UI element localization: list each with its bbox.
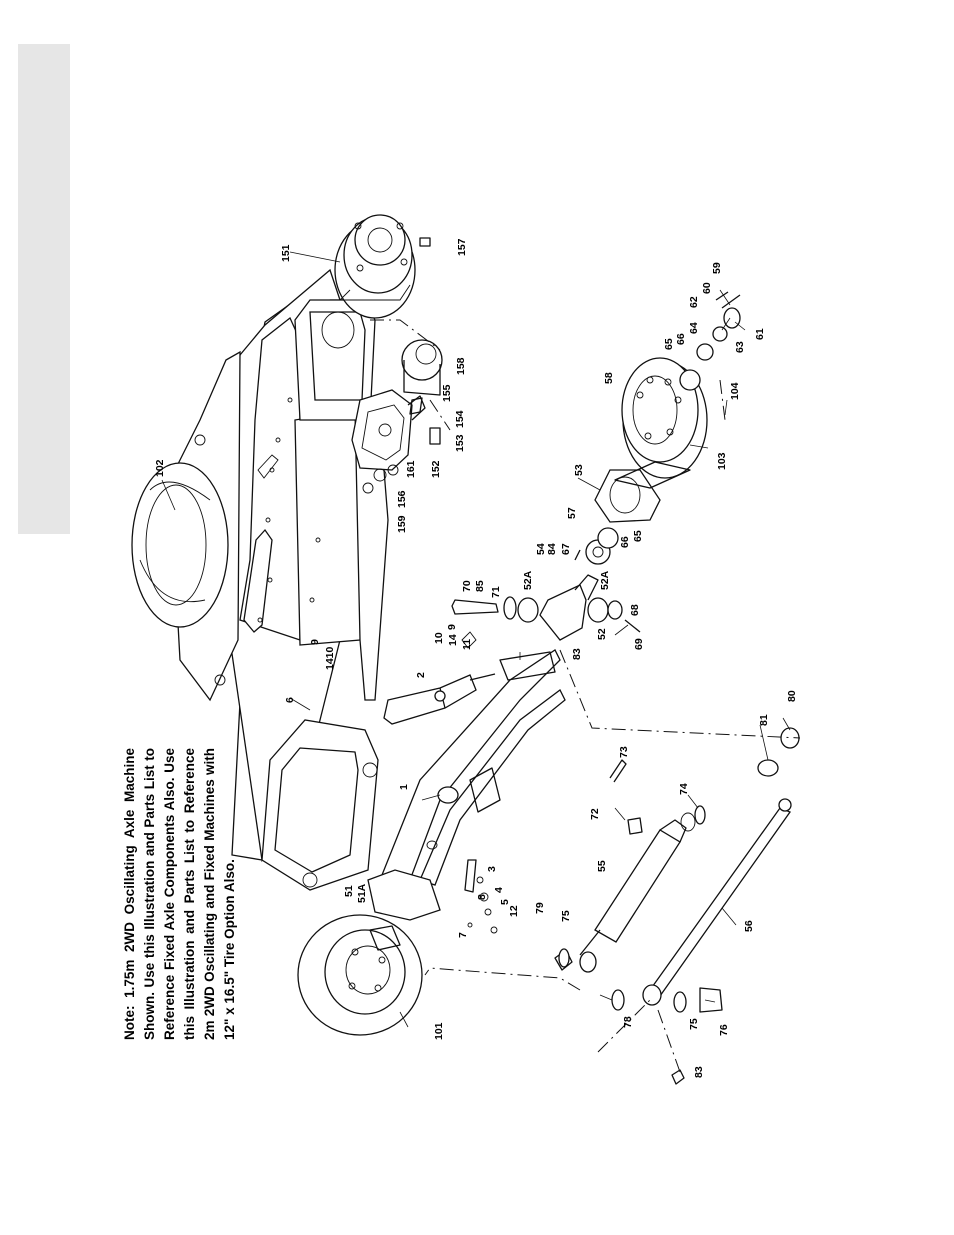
callout-85: 85 — [474, 580, 486, 592]
steering-cylinder-2 — [383, 631, 496, 725]
callout-156: 156 — [396, 490, 408, 508]
side-tab — [18, 44, 70, 534]
assembly-centerlines — [370, 319, 801, 1073]
callout-6: 6 — [284, 697, 296, 703]
callout-52A-2: 52A — [599, 570, 611, 590]
hydraulic-motor-152 — [351, 389, 426, 471]
callout-54: 54 — [535, 543, 547, 555]
callout-63: 63 — [734, 341, 746, 353]
callout-158: 158 — [455, 357, 467, 375]
callout-58: 58 — [603, 372, 615, 384]
axle-1 — [367, 649, 566, 921]
callout-59: 59 — [711, 262, 723, 274]
callout-71: 71 — [490, 586, 502, 598]
callout-70: 70 — [461, 580, 473, 592]
tie-rod-hardware — [554, 727, 800, 1085]
spindle-52 — [517, 549, 641, 641]
callout-102: 102 — [154, 459, 166, 477]
wheel-102 — [131, 462, 229, 628]
callout-1: 1 — [398, 784, 410, 790]
callout-65b: 65 — [632, 530, 644, 542]
callout-62: 62 — [688, 296, 700, 308]
bearing-stack — [585, 291, 741, 565]
wheel-rim-103 — [621, 357, 708, 479]
callout-1410: 1410 — [324, 646, 336, 670]
callout-52: 52 — [596, 628, 608, 640]
callout-11: 11 — [461, 639, 473, 650]
kingpin-70 — [451, 596, 517, 620]
callout-65a: 65 — [663, 338, 675, 350]
callout-8: 8 — [476, 894, 488, 900]
callout-157: 157 — [456, 238, 468, 256]
callout-53: 53 — [573, 464, 585, 476]
hub-158 — [401, 339, 443, 396]
callout-7: 7 — [457, 932, 469, 938]
callout-9a: 9 — [446, 624, 458, 630]
callout-68: 68 — [629, 604, 641, 616]
callout-60: 60 — [701, 282, 713, 294]
callout-83a: 83 — [571, 648, 583, 660]
callout-56: 56 — [743, 920, 755, 932]
callout-78: 78 — [622, 1016, 634, 1028]
callout-9b: 9 — [309, 639, 321, 645]
callout-153: 153 — [454, 434, 466, 452]
tie-rod-56 — [642, 798, 792, 1006]
callout-66a: 66 — [675, 333, 687, 345]
callout-151: 151 — [280, 244, 292, 262]
wheel-101 — [297, 914, 423, 1036]
callout-52A-1: 52A — [522, 570, 534, 590]
motor-hardware — [362, 397, 441, 494]
callout-83b: 83 — [693, 1066, 705, 1078]
callout-154: 154 — [454, 410, 466, 428]
callout-61: 61 — [754, 328, 766, 340]
callout-51A: 51A — [356, 883, 368, 903]
callout-66b: 66 — [619, 536, 631, 548]
callout-152: 152 — [430, 460, 442, 478]
callout-74: 74 — [678, 783, 690, 795]
callout-3: 3 — [486, 866, 498, 872]
callout-79: 79 — [534, 902, 546, 914]
callout-10a: 10 — [433, 632, 445, 644]
callout-64: 64 — [688, 322, 700, 334]
callout-51: 51 — [343, 885, 355, 897]
callout-159: 159 — [396, 515, 408, 533]
callout-67: 67 — [560, 543, 572, 555]
pivot-pin-8 — [464, 859, 498, 934]
callout-14a: 14 — [447, 634, 459, 646]
callout-104: 104 — [729, 382, 741, 400]
callout-75a: 75 — [560, 910, 572, 922]
callout-101: 101 — [433, 1022, 445, 1040]
hub-53 — [594, 461, 691, 523]
callout-labels: 151 157 102 158 155 154 153 152 161 156 … — [154, 238, 798, 1078]
callout-4: 4 — [493, 887, 505, 893]
drive-motor-151 — [334, 214, 431, 319]
callout-84: 84 — [546, 543, 558, 555]
leader-lines — [161, 251, 791, 1028]
callout-2: 2 — [415, 672, 427, 678]
callout-80: 80 — [786, 690, 798, 702]
callout-12: 12 — [508, 905, 520, 917]
callout-75b: 75 — [688, 1018, 700, 1030]
callout-103: 103 — [716, 452, 728, 470]
callout-55: 55 — [596, 860, 608, 872]
callout-76: 76 — [718, 1024, 730, 1036]
callout-57: 57 — [566, 507, 578, 519]
callout-81: 81 — [758, 714, 770, 726]
callout-155: 155 — [441, 384, 453, 402]
callout-69: 69 — [633, 638, 645, 650]
callout-73: 73 — [618, 746, 630, 758]
callout-161: 161 — [405, 460, 417, 478]
callout-5: 5 — [499, 899, 511, 905]
callout-72: 72 — [589, 808, 601, 820]
cylinder-55 — [579, 812, 696, 973]
